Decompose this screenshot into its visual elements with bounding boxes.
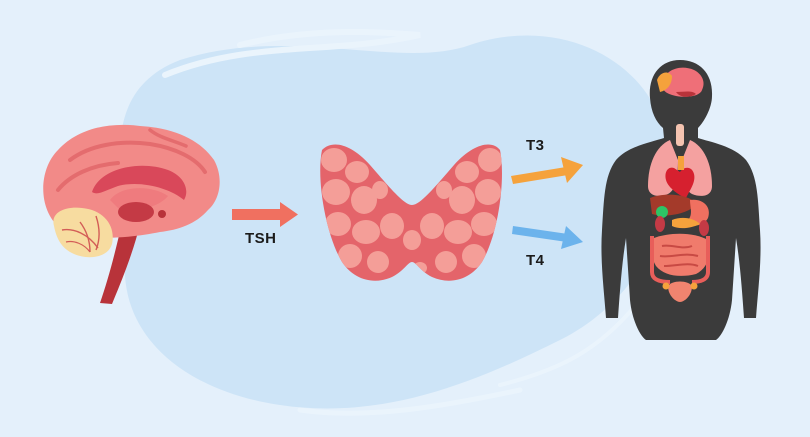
t3-label: T3: [526, 137, 545, 154]
thyroid-gland-icon: [320, 144, 502, 281]
human-body-organs-icon: [601, 60, 761, 340]
background-swirl: [162, 29, 421, 78]
tsh-arrow: [232, 202, 298, 227]
tsh-label: TSH: [245, 230, 277, 247]
brain-icon: [43, 124, 220, 304]
t4-label: T4: [526, 252, 545, 269]
t4-arrow: [512, 226, 583, 249]
t3-arrow: [511, 157, 583, 184]
